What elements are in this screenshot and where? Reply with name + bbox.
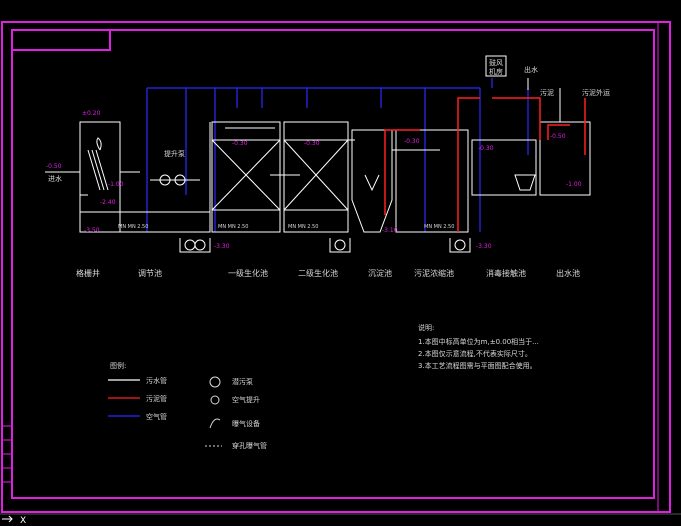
- clarifier-outline: [351, 129, 393, 233]
- process-unit-label: 消毒接触池: [486, 268, 526, 278]
- air-pipe-network: [146, 78, 529, 232]
- screen-symbol: [96, 137, 102, 151]
- process-unit-label: 二级生化池: [298, 268, 338, 278]
- inlet-label: 进水: [48, 174, 62, 183]
- process-unit-label: 沉淀池: [368, 268, 392, 278]
- pump-symbol: [184, 239, 196, 251]
- pump-symbol: [454, 239, 466, 251]
- process-unit-label: 一级生化池: [228, 268, 268, 278]
- notes-line: 2.本图仅示意流程,不代表实际尺寸。: [418, 349, 532, 358]
- sludge-tank-outline: [395, 129, 469, 233]
- level-mark: -2.40: [100, 199, 116, 206]
- bio-tank-2-outline: [283, 121, 349, 233]
- coord-axis-label: X: [20, 516, 26, 526]
- pipe-note: MN MN 2.50: [118, 224, 148, 230]
- sump-1: [179, 238, 211, 253]
- drawing-frame: [1, 21, 671, 513]
- equipment: [96, 55, 536, 253]
- level-marks: ±0.20 -0.50 -1.00 -2.40 -3.50 -0.30 -0.30 -0.30…: [46, 110, 582, 250]
- status-strip: X: [0, 513, 681, 526]
- blower-room-label: 机房: [489, 67, 503, 76]
- outer-frame: [1, 21, 671, 513]
- ucs-arrow-icon: [2, 515, 13, 523]
- level-mark: -3.30: [214, 243, 230, 250]
- level-mark: -0.30: [478, 145, 494, 152]
- level-mark: -1.00: [108, 181, 124, 188]
- side-tab-1: [1, 425, 13, 441]
- pump-symbol: [194, 239, 206, 251]
- regulating-tank-outline: [119, 122, 211, 233]
- lift-pump-label: 提升泵: [164, 149, 185, 158]
- legend-pump-icon: [209, 376, 221, 388]
- sludge-out-label: 污泥外运: [582, 88, 610, 97]
- water-pipe-network: [45, 78, 591, 233]
- level-mark: ±0.20: [82, 110, 101, 117]
- level-mark: -1.00: [566, 181, 582, 188]
- legend-block: 图例: 污水管 污泥管 空气管 潜污泵 空气提升 曝气设备 穿孔曝气管: [108, 361, 267, 450]
- blower-box: [485, 55, 507, 77]
- blower-room-label: 鼓风: [489, 58, 503, 67]
- level-mark: -0.50: [46, 163, 62, 170]
- sludge-label: 污泥: [540, 89, 554, 97]
- level-mark: -3.30: [476, 243, 492, 250]
- clarifier-cone: [364, 174, 380, 192]
- legend-water-label: 污水管: [146, 376, 167, 385]
- level-mark: -3.10: [382, 227, 398, 234]
- legend-air-label: 空气管: [146, 412, 167, 421]
- sump-3: [449, 238, 471, 253]
- legend-aerator-label: 曝气设备: [232, 419, 260, 428]
- legend-sludge-label: 污泥管: [146, 394, 167, 403]
- level-mark: -0.30: [232, 140, 248, 147]
- lift-pump-symbol: [159, 174, 171, 186]
- process-unit-label: 出水池: [556, 268, 580, 278]
- side-tab-4: [1, 467, 13, 483]
- bio-tank-1-outline: [211, 121, 281, 233]
- title-block-top: [11, 29, 111, 51]
- legend-pump-label: 潜污泵: [232, 377, 253, 386]
- level-mark: -0.50: [550, 133, 566, 140]
- process-unit-label: 污泥浓缩池: [414, 268, 454, 278]
- notes-line: 1.本图中标高单位为m,±0.00相当于...: [418, 337, 539, 346]
- level-mark: -3.50: [84, 227, 100, 234]
- legend-aerator-icon: [209, 418, 221, 429]
- legend-diffuser-label: 穿孔曝气管: [232, 441, 267, 450]
- notes-title: 说明:: [418, 323, 434, 332]
- level-mark: -0.30: [404, 138, 420, 145]
- pump-symbol: [334, 239, 346, 251]
- disinfection-diffuser: [514, 174, 536, 191]
- process-unit-label: 格栅井: [76, 268, 100, 278]
- side-tab-2: [1, 439, 13, 455]
- pipe-note: MN MN 2.50: [424, 224, 454, 230]
- notes-block: 说明: 1.本图中标高单位为m,±0.00相当于... 2.本图仅示意流程,不代…: [418, 323, 539, 370]
- inner-frame: [11, 29, 655, 499]
- notes-line: 3.本工艺流程图需与平面图配合使用。: [418, 361, 537, 370]
- legend-airlift-label: 空气提升: [232, 395, 260, 404]
- legend-title: 图例:: [110, 361, 126, 370]
- sludge-pipe-network: [384, 97, 586, 232]
- level-mark: -0.30: [304, 140, 320, 147]
- pipe-note: MN MN 2.50: [218, 224, 248, 230]
- lift-pump-symbol: [174, 174, 186, 186]
- outlet-label: 出水: [524, 65, 538, 74]
- pipe-note: MN MN 2.50: [288, 224, 318, 230]
- side-tab-3: [1, 453, 13, 469]
- process-unit-label: 调节池: [138, 268, 162, 278]
- disinfection-tank-outline: [471, 139, 537, 196]
- unit-labels: 格栅井 调节池 一级生化池 二级生化池 沉淀池 污泥浓缩池 消毒接触池 出水池: [76, 268, 580, 278]
- legend-airlift-icon: [210, 395, 220, 405]
- sump-2: [329, 238, 351, 253]
